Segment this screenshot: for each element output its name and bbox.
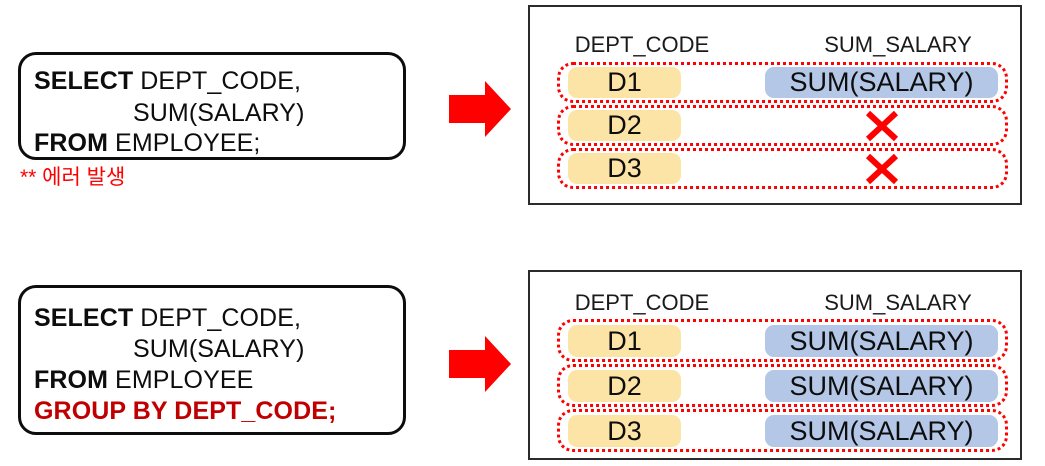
keyword-group-by: GROUP BY DEPT_CODE [34,397,328,425]
sql-line-sum: SUM(SALARY) [133,101,305,126]
sql-line-group-by: GROUP BY DEPT_CODE; [34,399,336,424]
sum-salary-pill: SUM(SALARY) [765,67,998,98]
right-arrow-top [449,80,511,143]
dept-code-pill: D2 [568,370,681,402]
dept-code-pill: D1 [568,67,681,98]
sum-expression: SUM(SALARY) [133,99,305,127]
sum-expression: SUM(SALARY) [133,335,305,363]
column-header-sum-salary: SUM_SALARY [824,290,972,315]
sql-box-without-group-by: SELECT DEPT_CODE, SUM(SALARY) FROM EMPLO… [18,52,406,160]
right-arrow-icon [449,336,511,392]
cross-icon [865,153,899,184]
dept-code-pill: D1 [568,325,681,357]
table-row-outline [557,105,1008,146]
result-table-error: DEPT_CODE SUM_SALARY D1 SUM(SALARY) D2 D… [528,5,1022,205]
sql-line-sum: SUM(SALARY) [133,337,305,362]
from-table: EMPLOYEE [108,366,254,394]
sql-box-with-group-by: SELECT DEPT_CODE, SUM(SALARY) FROM EMPLO… [18,285,406,435]
column-header-dept-code: DEPT_CODE [574,290,710,315]
right-arrow-icon [449,81,511,137]
table-row-outline [557,148,1008,189]
keyword-from: FROM [34,366,108,394]
sql-line-select: SELECT DEPT_CODE, [34,306,301,331]
sql-line-from: FROM EMPLOYEE; [34,131,260,156]
column-header-sum-salary: SUM_SALARY [824,32,972,57]
result-table-grouped: DEPT_CODE SUM_SALARY D1 SUM(SALARY) D2 S… [528,270,1022,460]
column-header-dept-code: DEPT_CODE [574,32,710,57]
select-columns: DEPT_CODE, [133,67,302,95]
keyword-select: SELECT [34,304,134,332]
statement-terminator: ; [328,397,337,425]
dept-code-pill: D2 [568,110,681,141]
keyword-from: FROM [34,129,108,157]
dept-code-pill: D3 [568,153,681,184]
sum-salary-pill: SUM(SALARY) [765,325,998,357]
from-table: EMPLOYEE; [108,129,261,157]
keyword-select: SELECT [34,67,134,95]
sql-line-select: SELECT DEPT_CODE, [34,69,301,94]
table-row-outline [557,364,1008,407]
error-note: ** 에러 발생 [20,166,126,189]
x-mark [850,110,914,141]
table-row-outline [557,409,1008,452]
table-row-outline [557,319,1008,362]
sum-salary-pill: SUM(SALARY) [765,415,998,447]
sql-line-from: FROM EMPLOYEE [34,368,253,393]
right-arrow-bottom [449,335,511,398]
x-mark [850,153,914,184]
sum-salary-pill: SUM(SALARY) [765,370,998,402]
dept-code-pill: D3 [568,415,681,447]
select-columns: DEPT_CODE, [133,304,302,332]
cross-icon [865,110,899,141]
table-row-outline [557,62,1008,103]
